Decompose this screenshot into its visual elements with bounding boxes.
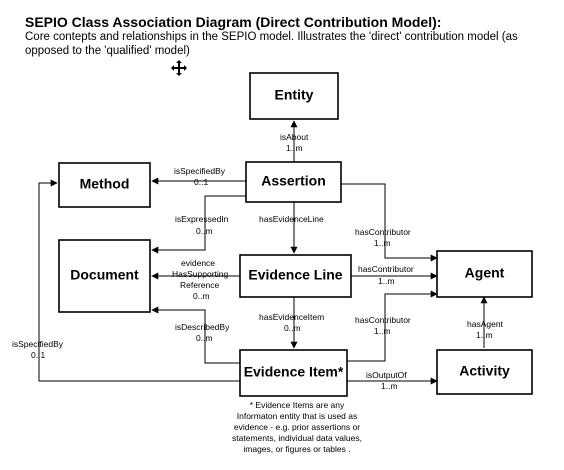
activity-box[interactable]: Activity bbox=[436, 349, 533, 395]
svg-text:1..m: 1..m bbox=[476, 330, 493, 340]
svg-text:isDescribedBy: isDescribedBy bbox=[175, 322, 230, 332]
edge-has-evidence-line: hasEvidenceLine bbox=[259, 202, 324, 254]
svg-text:1..m: 1..m bbox=[286, 143, 303, 153]
edge-evidence-item-is-specified-by: isSpecifiedBy 0..1 bbox=[12, 179, 240, 382]
edge-evidence-item-has-contributor: hasContributor 1..m bbox=[347, 290, 438, 362]
svg-text:hasAgent: hasAgent bbox=[467, 319, 504, 329]
svg-text:isSpecifiedBy: isSpecifiedBy bbox=[12, 339, 64, 349]
svg-text:0..m: 0..m bbox=[196, 333, 213, 343]
svg-text:images, or figures or tables: images, or figures or tables . bbox=[243, 444, 350, 454]
svg-text:statements, individual data va: statements, individual data values, bbox=[232, 433, 362, 443]
svg-text:Informaton entity that is used: Informaton entity that is used as bbox=[237, 411, 357, 421]
svg-text:1..m: 1..m bbox=[381, 381, 398, 391]
document-box[interactable]: Document bbox=[58, 239, 151, 313]
edge-has-evidence-item: hasEvidenceItem 0..m bbox=[259, 297, 324, 349]
edge-has-agent: hasAgent 1..m bbox=[467, 296, 504, 348]
edge-evidence-has-supporting-reference: evidence HasSupporting Reference 0..m bbox=[151, 258, 240, 301]
svg-text:isSpecifiedBy: isSpecifiedBy bbox=[174, 166, 226, 176]
svg-text:Reference: Reference bbox=[180, 280, 219, 290]
svg-text:evidence - e.g. prior assertio: evidence - e.g. prior assertions or bbox=[234, 422, 360, 432]
diagram-title: SEPIO Class Association Diagram (Direct … bbox=[25, 14, 442, 30]
svg-text:Agent: Agent bbox=[465, 265, 505, 281]
footnote: * Evidence Items are any Informaton enti… bbox=[232, 400, 362, 454]
svg-text:evidence: evidence bbox=[181, 258, 215, 268]
evidence-item-box[interactable]: Evidence Item* bbox=[239, 349, 348, 397]
svg-text:isAbout: isAbout bbox=[280, 132, 309, 142]
svg-text:* Evidence Items are any: * Evidence Items are any bbox=[250, 400, 345, 410]
edge-assertion-has-contributor: hasContributor 1..m bbox=[341, 183, 438, 262]
svg-text:0..m: 0..m bbox=[284, 323, 301, 333]
assertion-box[interactable]: Assertion bbox=[245, 161, 342, 203]
move-cursor-icon[interactable] bbox=[171, 60, 187, 76]
svg-text:Evidence Item*: Evidence Item* bbox=[244, 364, 344, 380]
svg-text:hasContributor: hasContributor bbox=[355, 315, 411, 325]
svg-text:1..m: 1..m bbox=[378, 276, 395, 286]
svg-text:Activity: Activity bbox=[459, 363, 510, 379]
svg-text:1..m: 1..m bbox=[374, 238, 391, 248]
edge-is-expressed-in: isExpressedIn 0..m bbox=[151, 195, 246, 254]
svg-text:hasEvidenceLine: hasEvidenceLine bbox=[259, 214, 324, 224]
svg-text:0..1: 0..1 bbox=[194, 177, 208, 187]
method-box[interactable]: Method bbox=[58, 162, 151, 208]
edge-evidence-line-has-contributor: hasContributor 1..m bbox=[351, 264, 438, 286]
svg-text:1..m: 1..m bbox=[374, 326, 391, 336]
svg-text:hasContributor: hasContributor bbox=[358, 264, 414, 274]
edge-is-described-by: isDescribedBy 0..m bbox=[151, 306, 240, 364]
svg-text:Entity: Entity bbox=[275, 87, 314, 103]
svg-text:Document: Document bbox=[70, 267, 139, 283]
svg-text:Assertion: Assertion bbox=[261, 173, 326, 189]
svg-text:0..m: 0..m bbox=[193, 291, 210, 301]
svg-text:Method: Method bbox=[80, 176, 130, 192]
svg-text:Evidence Line: Evidence Line bbox=[248, 267, 342, 283]
svg-text:hasEvidenceItem: hasEvidenceItem bbox=[259, 312, 324, 322]
entity-box[interactable]: Entity bbox=[249, 72, 339, 120]
edge-is-output-of: isOutputOf 1..m bbox=[347, 370, 438, 391]
evidence-line-box[interactable]: Evidence Line bbox=[239, 254, 352, 298]
agent-box[interactable]: Agent bbox=[436, 250, 533, 298]
diagram-description: Core contepts and relationships in the S… bbox=[25, 31, 518, 57]
edge-assertion-is-specified-by: isSpecifiedBy 0..1 bbox=[151, 166, 246, 187]
edge-is-about: isAbout 1..m bbox=[280, 120, 309, 162]
svg-text:isExpressedIn: isExpressedIn bbox=[175, 214, 229, 224]
svg-text:0..1: 0..1 bbox=[31, 350, 45, 360]
svg-text:HasSupporting: HasSupporting bbox=[172, 269, 229, 279]
svg-text:isOutputOf: isOutputOf bbox=[366, 370, 407, 380]
svg-text:0..m: 0..m bbox=[196, 226, 213, 236]
svg-text:hasContributor: hasContributor bbox=[355, 227, 411, 237]
